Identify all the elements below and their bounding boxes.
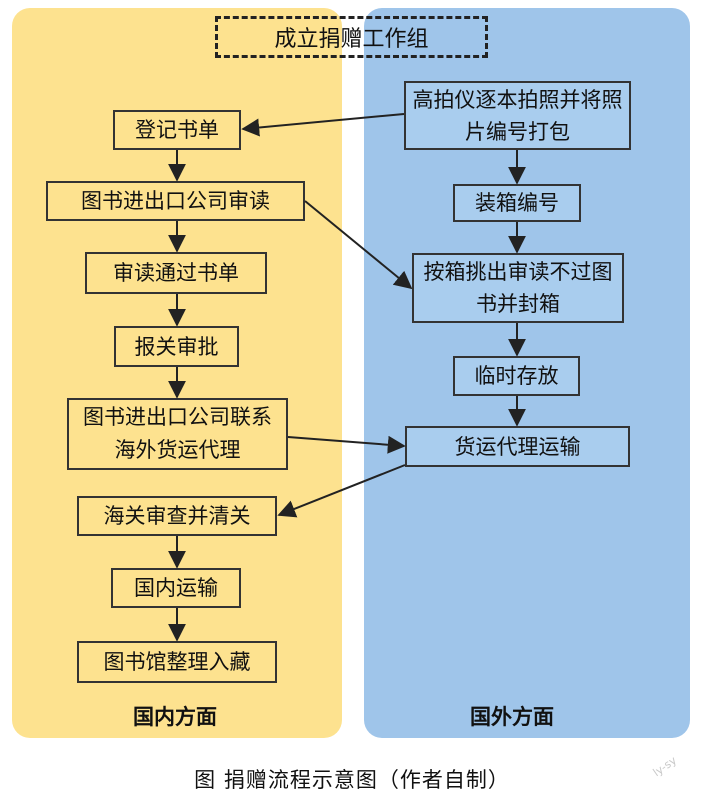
domestic-lane-title: 国内方面	[133, 704, 217, 729]
step-contact-forwarder: 图书进出口公司联系海外货运代理	[67, 398, 288, 470]
figure-caption: 图 捐赠流程示意图（作者自制）	[194, 768, 510, 792]
step-temporary-storage: 临时存放	[453, 356, 580, 396]
step-forwarder-transport: 货运代理运输	[405, 426, 630, 467]
arrow-contact-to-forwarder	[287, 435, 406, 454]
start-node: 成立捐赠工作组	[215, 16, 488, 58]
arrow-review-to-sort	[304, 200, 413, 290]
step-domestic-transport: 国内运输	[111, 568, 241, 608]
overseas-lane-title: 国外方面	[470, 704, 554, 729]
step-customs-clearance: 海关审查并清关	[77, 496, 277, 536]
step-register-book-list: 登记书单	[113, 110, 241, 150]
step-customs-approval: 报关审批	[114, 326, 239, 367]
arrow-photo-to-register	[241, 113, 405, 137]
step-box-numbering: 装箱编号	[453, 184, 581, 222]
step-library-cataloging: 图书馆整理入藏	[77, 641, 277, 683]
step-approved-book-list: 审读通过书单	[85, 252, 267, 294]
step-sort-and-seal: 按箱挑出审读不过图书并封箱	[412, 253, 624, 323]
arrow-forwarder-to-clearance	[277, 464, 406, 518]
step-company-review: 图书进出口公司审读	[46, 181, 305, 221]
step-photograph-books: 高拍仪逐本拍照并将照片编号打包	[404, 81, 631, 150]
